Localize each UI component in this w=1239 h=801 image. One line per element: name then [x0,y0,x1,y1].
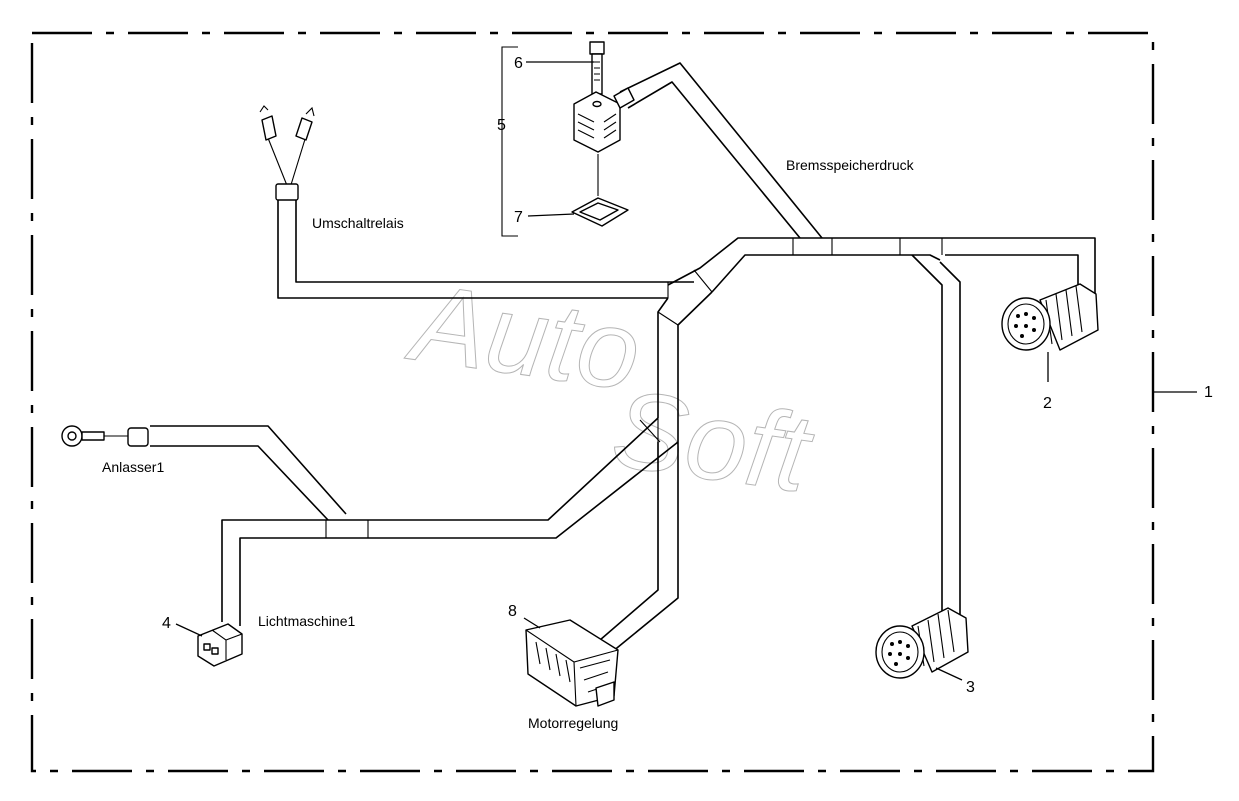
assembly-boundary [30,31,1155,773]
round-connector-3 [875,607,969,679]
callout-4: 4 [162,615,171,632]
lichtmaschine-connector-4 [197,623,243,667]
callout-6: 6 [514,55,523,72]
round-connector-2 [1001,283,1099,351]
callout-8: 8 [508,603,517,620]
anlasser-ring-terminal [61,425,149,447]
label-anlasser: Anlasser1 [102,459,164,475]
callout-3: 3 [966,679,975,696]
leader-lines [175,61,1197,681]
callout-5: 5 [497,117,506,134]
label-bremsspeicherdruck: Bremsspeicherdruck [786,157,915,173]
motorregelung-connector-8 [525,619,619,707]
harness-trunk [150,62,1096,653]
callout-2: 2 [1043,395,1052,412]
label-motorregelung: Motorregelung [528,715,618,731]
pressure-sensor-assembly [501,41,635,237]
callout-7: 7 [514,209,523,226]
callout-1: 1 [1204,384,1213,401]
label-umschaltrelais: Umschaltrelais [312,215,404,231]
watermark-text-auto: Auto [400,260,647,414]
watermark-text-soft: Soft [606,367,821,517]
label-lichtmaschine: Lichtmaschine1 [258,613,355,629]
umschaltrelais-ferrules [259,105,315,201]
